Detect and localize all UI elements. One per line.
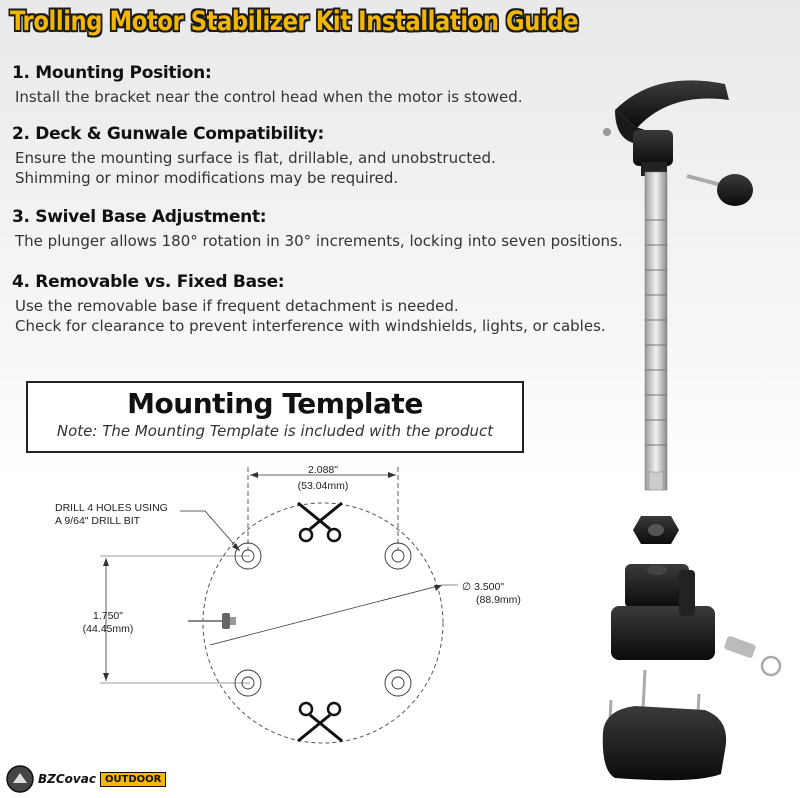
top-clamp bbox=[603, 80, 729, 176]
section-swivel-base: 3. Swivel Base Adjustment: The plunger a… bbox=[12, 207, 652, 251]
template-title: Mounting Template bbox=[127, 387, 423, 420]
mounting-plate bbox=[602, 706, 727, 781]
section-removable-base: 4. Removable vs. Fixed Base: Use the rem… bbox=[12, 272, 652, 336]
width-dimension: 2.088" bbox=[308, 464, 338, 476]
section-line: Check for clearance to prevent interfere… bbox=[15, 317, 606, 335]
scissors-icon bbox=[297, 501, 343, 543]
section-line: Install the bracket near the control hea… bbox=[15, 88, 523, 106]
adjustment-knob bbox=[686, 174, 753, 206]
diameter-dimension: ∅ 3.500" bbox=[462, 581, 504, 593]
section-mounting-position: 1. Mounting Position: Install the bracke… bbox=[12, 63, 652, 107]
stabilizer-kit-illustration bbox=[602, 80, 782, 781]
section-line: Shimming or minor modifications may be r… bbox=[15, 169, 399, 187]
mounting-template-box: Mounting Template Note: The Mounting Tem… bbox=[26, 381, 524, 453]
section-heading: 3. Swivel Base Adjustment: bbox=[12, 207, 267, 227]
stabilizer-shaft bbox=[644, 171, 668, 491]
page-title: Trolling Motor Stabilizer Kit Installati… bbox=[10, 6, 579, 37]
template-note: Note: The Mounting Template is included … bbox=[56, 422, 494, 440]
section-heading: 1. Mounting Position: bbox=[12, 63, 212, 83]
drill-instruction-line1: DRILL 4 HOLES USING bbox=[55, 502, 168, 514]
brand-badge: OUTDOOR bbox=[99, 771, 167, 787]
height-dimension: 1.750" bbox=[93, 610, 123, 622]
section-deck-compatibility: 2. Deck & Gunwale Compatibility: Ensure … bbox=[12, 124, 652, 188]
diameter-dimension-mm: (88.9mm) bbox=[476, 594, 521, 606]
drill-instruction-line2: A 9/64" DRILL BIT bbox=[55, 515, 141, 527]
swivel-base bbox=[611, 564, 715, 660]
pin-illustration bbox=[188, 613, 236, 629]
width-dimension-mm: (53.04mm) bbox=[298, 480, 349, 492]
mounting-template-diagram: 2.088" (53.04mm) DRILL 4 HOLES USING A 9… bbox=[55, 464, 521, 744]
section-line: Use the removable base if frequent detac… bbox=[15, 297, 459, 315]
brand-logo-icon bbox=[6, 765, 34, 793]
plunger-pin bbox=[724, 636, 782, 677]
brand-name: BZCovac bbox=[38, 772, 96, 786]
section-line: The plunger allows 180° rotation in 30° … bbox=[15, 232, 623, 250]
height-dimension-mm: (44.45mm) bbox=[83, 623, 134, 635]
section-heading: 4. Removable vs. Fixed Base: bbox=[12, 272, 285, 292]
scissors-icon bbox=[297, 701, 343, 743]
brand-logo: BZCovac OUTDOOR bbox=[6, 765, 167, 793]
section-heading: 2. Deck & Gunwale Compatibility: bbox=[12, 124, 325, 144]
drill-hole bbox=[384, 542, 412, 570]
hex-nut bbox=[633, 516, 679, 544]
section-line: Ensure the mounting surface is flat, dri… bbox=[15, 149, 496, 167]
drill-hole bbox=[384, 669, 412, 697]
